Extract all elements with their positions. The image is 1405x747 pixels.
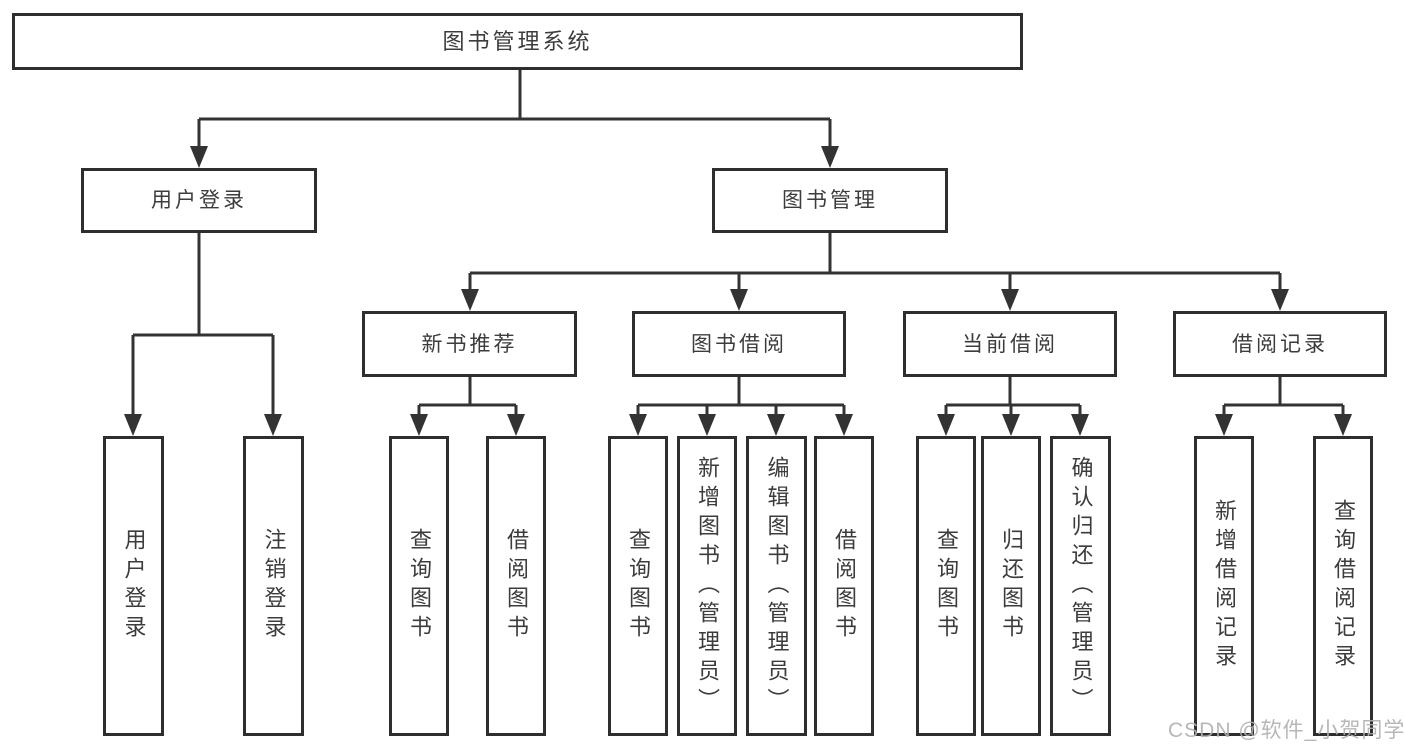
node-user-login: 用户登录 xyxy=(81,168,317,233)
connector-currentborrow-to-leaves xyxy=(944,377,1082,416)
leaf-cb-confirm-return-admin: 确认归还（管理员） xyxy=(1050,436,1111,736)
leaf-cb-confirm-return-admin-label: 确认归还（管理员） xyxy=(1068,455,1094,717)
leaf-user-login-label: 用户登录 xyxy=(121,528,147,644)
node-book-borrow: 图书借阅 xyxy=(632,311,846,377)
leaf-br-add-record-label: 新增借阅记录 xyxy=(1212,499,1237,673)
leaf-br-query-record-label: 查询借阅记录 xyxy=(1331,499,1356,673)
leaf-bb-edit-books-admin: 编辑图书（管理员） xyxy=(746,436,807,736)
leaf-cb-query-books-label: 查询图书 xyxy=(934,528,959,644)
csdn-watermark: CSDN @软件_小贺同学 xyxy=(1168,719,1405,742)
arrowheads xyxy=(124,146,1352,436)
leaf-user-login: 用户登录 xyxy=(103,436,164,736)
leaf-bb-borrow-books-label: 借阅图书 xyxy=(832,528,857,644)
leaf-br-add-record: 新增借阅记录 xyxy=(1194,436,1254,736)
leaf-bb-add-books-admin: 新增图书（管理员） xyxy=(677,436,737,736)
connector-root-to-level2 xyxy=(197,69,832,150)
node-system-root: 图书管理系统 xyxy=(12,13,1023,70)
leaf-bb-query-books-label: 查询图书 xyxy=(626,528,651,644)
leaf-cb-query-books: 查询图书 xyxy=(916,436,976,736)
leaf-br-query-record: 查询借阅记录 xyxy=(1313,436,1373,736)
node-book-management: 图书管理 xyxy=(712,168,948,233)
leaf-nb-query-books-label: 查询图书 xyxy=(407,528,432,644)
connector-records-to-leaves xyxy=(1222,377,1345,416)
leaf-logout: 注销登录 xyxy=(243,436,304,736)
leaf-logout-label: 注销登录 xyxy=(261,528,287,644)
leaf-cb-return-books: 归还图书 xyxy=(981,436,1041,736)
node-current-borrow: 当前借阅 xyxy=(903,311,1117,377)
leaf-nb-borrow-books-label: 借阅图书 xyxy=(504,528,529,644)
node-new-book-recommend: 新书推荐 xyxy=(362,311,577,377)
leaf-bb-edit-books-admin-label: 编辑图书（管理员） xyxy=(764,455,790,717)
leaf-cb-return-books-label: 归还图书 xyxy=(999,528,1024,644)
connector-userlogin-to-leaves xyxy=(131,232,275,416)
leaf-nb-query-books: 查询图书 xyxy=(389,436,449,736)
leaf-bb-query-books: 查询图书 xyxy=(608,436,668,736)
node-borrow-records: 借阅记录 xyxy=(1173,311,1387,377)
connector-bookmgmt-to-level3 xyxy=(468,232,1282,293)
leaf-nb-borrow-books: 借阅图书 xyxy=(486,436,546,736)
leaf-bb-borrow-books: 借阅图书 xyxy=(814,436,874,736)
leaf-bb-add-books-admin-label: 新增图书（管理员） xyxy=(695,455,720,717)
connector-bookborrow-to-leaves xyxy=(636,377,846,416)
connector-newbooks-to-leaves xyxy=(417,377,518,416)
